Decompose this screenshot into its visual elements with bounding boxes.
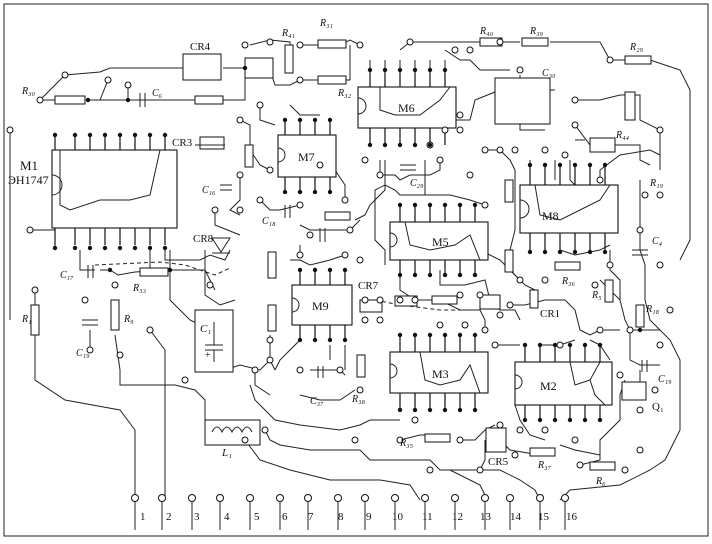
label-r1: R₁ <box>21 314 32 325</box>
chip-label: M7 <box>298 150 315 164</box>
component-labels: CR4 R₃₀ C₆ R₄₁ R₃₁ R₃₂ R₄₀ R₃₉ R₂₉ C₃₀ R… <box>21 18 672 487</box>
terminal-2: 2 <box>158 494 172 523</box>
label-c18: C₁₈ <box>262 216 276 227</box>
label-r29: R₂₉ <box>629 42 644 53</box>
label-l1: L₁ <box>221 447 232 459</box>
label-cr3: CR3 <box>172 137 193 149</box>
label-r30: R₃₀ <box>21 86 36 97</box>
label-c19b: C₁₉ <box>658 374 672 385</box>
terminal-label: 14 <box>510 511 522 523</box>
label-c16: C₁₆ <box>202 185 216 196</box>
label-c17: C₁₇ <box>60 270 74 281</box>
terminal-label: 3 <box>194 511 200 523</box>
label-r39: R₃₉ <box>529 26 544 37</box>
chip-sublabel: ЭH1747 <box>8 173 49 187</box>
terminal-1: 1 <box>131 494 146 523</box>
label-cr4: CR4 <box>190 41 211 53</box>
terminal-8: 8 <box>334 494 344 523</box>
diode-cr4 <box>182 53 222 81</box>
chip-m7: M7 <box>277 120 337 192</box>
solder-pads <box>6 38 674 474</box>
terminal-label: 13 <box>480 511 492 523</box>
label-cr1: CR1 <box>540 308 560 320</box>
transistor-q1 <box>621 381 647 401</box>
board-outline <box>3 3 709 537</box>
label-r5: R₅ <box>591 290 602 301</box>
label-c30: C₃₀ <box>542 68 556 79</box>
label-r40: R₄₀ <box>479 26 494 37</box>
label-r37: R₃₇ <box>537 460 552 471</box>
chip-m6: M6 <box>357 70 457 145</box>
chip-label: M6 <box>398 101 415 115</box>
terminal-label: 4 <box>224 511 230 523</box>
terminal-label: 2 <box>166 511 172 523</box>
label-q1: Q₁ <box>652 401 664 413</box>
label-c4: C₄ <box>652 236 663 247</box>
chip-m3: M3 <box>389 335 489 410</box>
chip-label: M5 <box>432 235 449 249</box>
terminal-label: 6 <box>282 511 288 523</box>
chip-label: M9 <box>312 299 329 313</box>
terminal-label: 8 <box>338 511 344 523</box>
label-r38: R₃₈ <box>351 394 366 405</box>
terminal-14: 14 <box>506 494 522 523</box>
label-r36: R₃₆ <box>561 276 576 287</box>
label-c19: C₁₉ <box>76 348 90 359</box>
label-r6: R₆ <box>595 476 606 487</box>
terminal-4: 4 <box>216 494 230 523</box>
terminal-9: 9 <box>361 494 372 523</box>
chip-m2: M2 <box>514 345 613 420</box>
label-cr8: CR8 <box>193 233 214 245</box>
terminal-15: 15 <box>536 494 550 523</box>
terminal-label: 9 <box>366 511 372 523</box>
terminal-11: 11 <box>421 494 433 523</box>
chip-m9: M9 <box>291 270 353 340</box>
chip-m8: M8 <box>519 165 619 252</box>
label-cr7: CR7 <box>358 280 379 292</box>
terminal-strip: 1 2 3 4 5 6 7 8 9 10 11 12 13 14 15 16 <box>131 494 578 523</box>
terminal-13: 13 <box>480 494 492 523</box>
chip-label: M8 <box>542 209 559 223</box>
chip-m1: M1 ЭH1747 <box>8 135 178 245</box>
label-c29: C₂₉ <box>410 178 424 189</box>
label-c6: C₆ <box>152 88 163 99</box>
terminal-3: 3 <box>188 494 200 523</box>
terminal-label: 7 <box>308 511 314 523</box>
terminal-16: 16 <box>561 494 578 523</box>
terminal-6: 6 <box>276 494 288 523</box>
terminal-12: 12 <box>451 494 463 523</box>
chip-m5: M5 <box>389 205 489 275</box>
chip-pin-dots <box>52 65 643 423</box>
terminal-label: 10 <box>392 511 404 523</box>
label-r19: R₁₉ <box>649 178 664 189</box>
terminal-label: 5 <box>254 511 260 523</box>
terminal-label: 1 <box>140 511 146 523</box>
terminal-label: 11 <box>422 511 433 523</box>
label-r35: R₃₅ <box>399 438 414 449</box>
terminal-7: 7 <box>304 494 314 523</box>
chip-label: M1 <box>20 158 38 173</box>
label-r33: R₃₃ <box>132 283 147 294</box>
chip-label: M3 <box>432 367 449 381</box>
terminal-label: 15 <box>538 511 550 523</box>
terminal-label: 12 <box>452 511 463 523</box>
terminal-5: 5 <box>246 494 260 523</box>
inductor-l1 <box>204 419 261 446</box>
label-r41: R₄₁ <box>281 28 295 39</box>
label-r31: R₃₁ <box>319 18 333 29</box>
label-cr5: CR5 <box>488 456 509 468</box>
label-r44: R₄₄ <box>615 130 630 141</box>
polarity-mark: + <box>205 350 211 361</box>
terminal-10: 10 <box>391 494 404 523</box>
label-c37: C₃₇ <box>310 396 324 407</box>
label-r32: R₃₂ <box>337 88 352 99</box>
label-r9: R₉ <box>123 314 134 325</box>
label-c1: C₁ <box>200 323 211 335</box>
label-r18: R₁₈ <box>645 304 660 315</box>
terminal-label: 16 <box>566 511 578 523</box>
chip-label: M2 <box>540 379 557 393</box>
